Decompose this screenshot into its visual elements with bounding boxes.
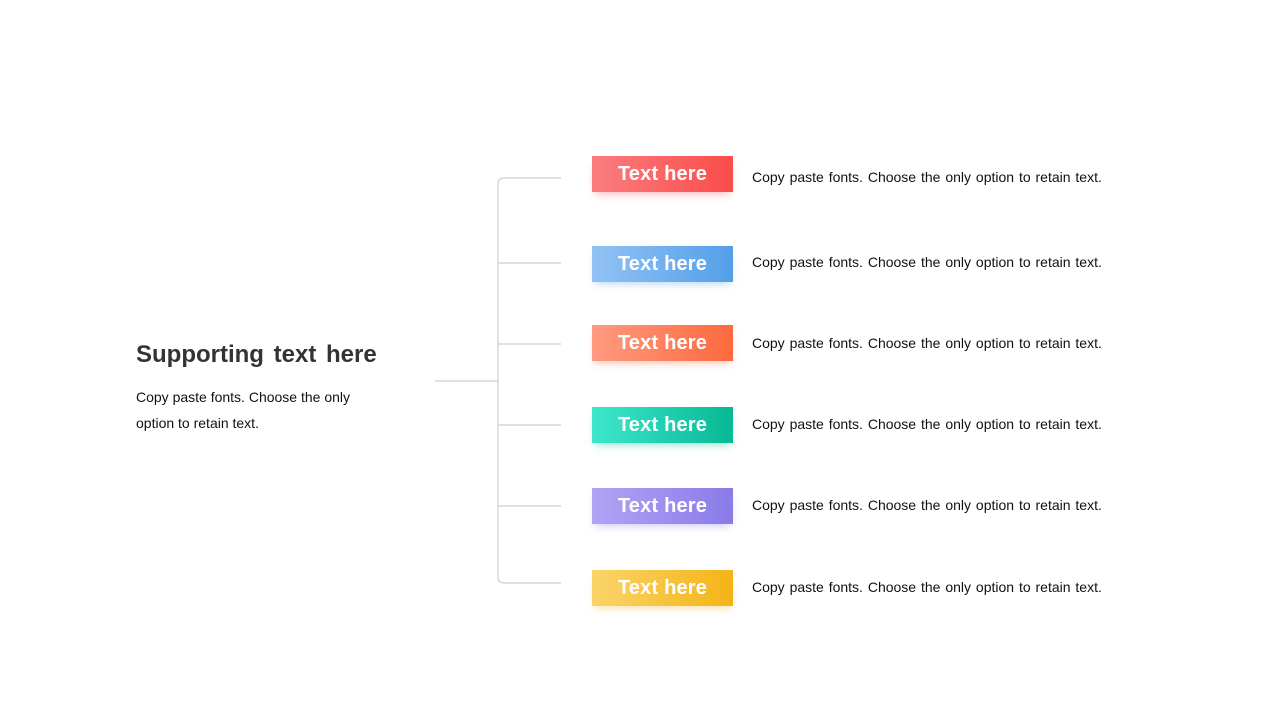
row-text-3: Copy paste fonts. Choose the only option…: [752, 335, 1102, 351]
row-text-1: Copy paste fonts. Choose the only option…: [752, 169, 1102, 185]
label-box-6: Text here: [592, 570, 733, 606]
row-text-4: Copy paste fonts. Choose the only option…: [752, 416, 1102, 432]
row-text-5: Copy paste fonts. Choose the only option…: [752, 497, 1102, 513]
row-text-6: Copy paste fonts. Choose the only option…: [752, 579, 1102, 595]
label-box-4: Text here: [592, 407, 733, 443]
summary-body: Copy paste fonts. Choose the only option…: [136, 389, 351, 431]
row-text-2: Copy paste fonts. Choose the only option…: [752, 254, 1102, 270]
connector-spine: [497, 177, 561, 584]
label-box-3: Text here: [592, 325, 733, 361]
summary-block: Supporting text here Copy paste fonts. C…: [136, 338, 416, 436]
label-box-5: Text here: [592, 488, 733, 524]
summary-title: Supporting text here: [136, 341, 377, 368]
label-box-1: Text here: [592, 156, 733, 192]
label-box-2: Text here: [592, 246, 733, 282]
